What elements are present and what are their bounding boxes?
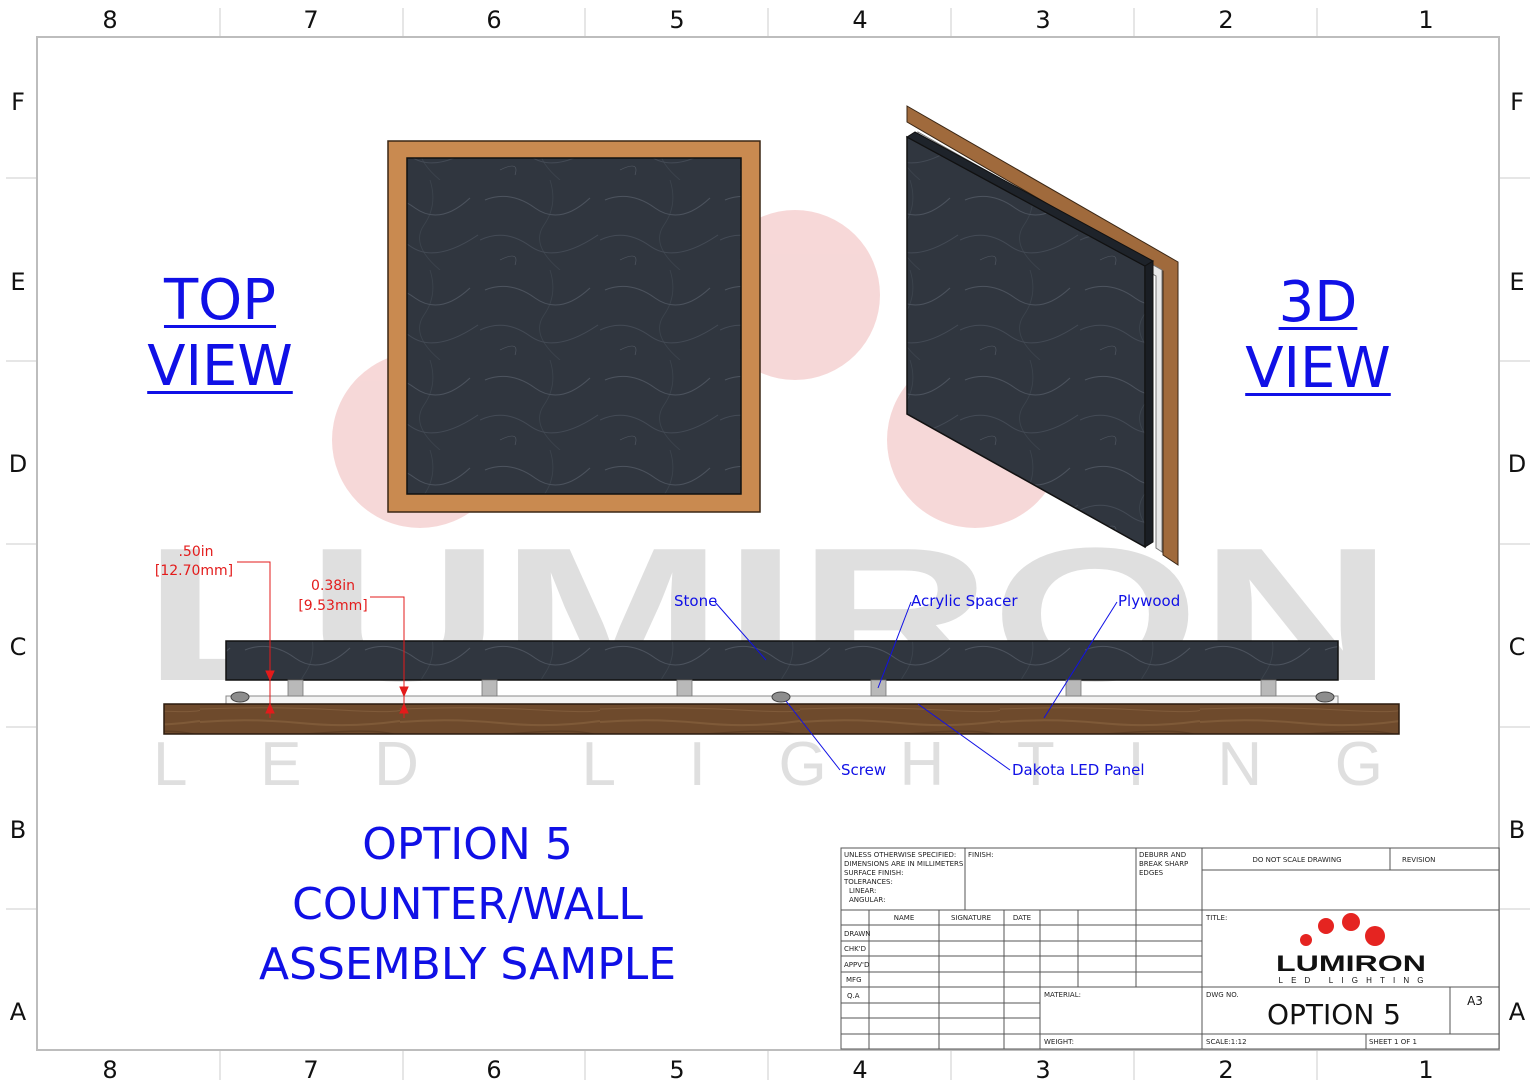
zone-row-label: E: [10, 268, 25, 296]
dim-total-imperial: .50in: [178, 544, 213, 560]
material-label: MATERIAL:: [1044, 991, 1081, 999]
zone-column-label: 7: [303, 6, 318, 34]
col-header-signature: SIGNATURE: [951, 914, 991, 922]
row-label-approved: APPV'D: [844, 961, 869, 969]
zone-row-label: B: [1509, 816, 1525, 844]
title-label: TITLE:: [1205, 914, 1227, 922]
dimension-gap: [370, 596, 409, 718]
zone-column-label: 1: [1418, 6, 1433, 34]
col-header-name: NAME: [894, 914, 915, 922]
callout-screw: Screw: [841, 761, 886, 779]
watermark-sub: LED LIGHTING: [153, 730, 1383, 799]
zone-column-label: 4: [852, 6, 867, 34]
callout-stone: Stone: [674, 592, 717, 610]
logo-tagline: LED LIGHTING: [1279, 976, 1424, 985]
callout-acrylic-spacer: Acrylic Spacer: [911, 592, 1018, 610]
callout-led-panel: Dakota LED Panel: [1012, 761, 1145, 779]
general-note: DIMENSIONS ARE IN MILLIMETERS: [844, 860, 964, 868]
zone-row-label: F: [1510, 88, 1524, 116]
top-view-label-line2: VIEW: [147, 334, 293, 399]
zone-row-label: E: [1509, 268, 1524, 296]
zone-column-label: 5: [669, 1056, 684, 1084]
zone-column-label: 2: [1218, 1056, 1233, 1084]
logo-wordmark: LUMIRON: [1276, 951, 1426, 976]
zone-column-label: 6: [486, 1056, 501, 1084]
dim-gap-metric: [9.53mm]: [298, 598, 367, 614]
zone-row-label: C: [10, 633, 27, 661]
finish-label: FINISH:: [968, 851, 993, 859]
dim-gap-imperial: 0.38in: [311, 578, 355, 594]
zone-row-label: D: [9, 450, 27, 478]
zone-row-label: C: [1509, 633, 1526, 661]
zone-column-label: 3: [1035, 1056, 1050, 1084]
zone-column-label: 8: [102, 1056, 117, 1084]
zone-column-label: 7: [303, 1056, 318, 1084]
option-title-line2: COUNTER/WALL: [292, 879, 643, 930]
zone-column-label: 2: [1218, 6, 1233, 34]
deburr-line-1: DEBURR AND: [1139, 851, 1186, 859]
col-header-date: DATE: [1013, 914, 1031, 922]
top-view-label-line1: TOP: [163, 268, 277, 333]
zone-row-label: A: [1509, 998, 1526, 1026]
callout-plywood: Plywood: [1118, 592, 1180, 610]
option-title-line1: OPTION 5: [362, 819, 573, 870]
sheet-size: A3: [1467, 994, 1483, 1008]
general-note: ANGULAR:: [849, 896, 885, 904]
zone-column-label: 3: [1035, 6, 1050, 34]
zone-column-label: 6: [486, 6, 501, 34]
row-label-checked: CHK'D: [844, 945, 866, 953]
revision-label: REVISION: [1402, 856, 1435, 864]
zone-row-label: F: [11, 88, 25, 116]
general-note: UNLESS OTHERWISE SPECIFIED:: [844, 851, 956, 859]
general-note: LINEAR:: [849, 887, 876, 895]
general-note: TOLERANCES:: [843, 878, 893, 886]
row-label-drawn: DRAWN: [844, 930, 871, 938]
top-view-label: TOP VIEW: [130, 268, 310, 400]
title-block: [840, 847, 1500, 1050]
lumiron-logo: LUMIRON LED LIGHTING: [1276, 913, 1426, 985]
iso-view-drawing: [906, 105, 1179, 566]
iso-view-label-line1: 3D: [1278, 270, 1358, 335]
zone-column-label: 5: [669, 6, 684, 34]
zone-column-label: 8: [102, 6, 117, 34]
scale-label: SCALE:1:12: [1206, 1038, 1247, 1046]
dimension-total: [237, 561, 275, 718]
section-drawing: [163, 640, 1400, 735]
dwg-no-value: OPTION 5: [1267, 998, 1401, 1031]
zone-row-label: B: [10, 816, 26, 844]
row-label-qa: Q.A: [847, 992, 860, 1000]
row-label-mfg: MFG: [846, 976, 862, 984]
top-view-drawing: [387, 140, 761, 513]
do-not-scale-label: DO NOT SCALE DRAWING: [1252, 856, 1341, 864]
sheet-count: SHEET 1 OF 1: [1369, 1038, 1417, 1046]
zone-column-label: 1: [1418, 1056, 1433, 1084]
callout-leaders: [714, 601, 1118, 771]
zone-row-label: A: [10, 998, 27, 1026]
general-note: SURFACE FINISH:: [844, 869, 903, 877]
option-title-line3: ASSEMBLY SAMPLE: [258, 939, 677, 990]
dwg-no-label: DWG NO.: [1206, 991, 1239, 999]
iso-view-label-line2: VIEW: [1245, 336, 1391, 401]
zone-border: [6, 8, 1530, 1080]
iso-view-label: 3D VIEW: [1228, 270, 1408, 402]
option-title: OPTION 5 COUNTER/WALL ASSEMBLY SAMPLE: [220, 815, 715, 995]
watermark-main: LUMIRON: [143, 509, 1393, 721]
deburr-line-3: EDGES: [1139, 869, 1164, 877]
dim-total-metric: [12.70mm]: [155, 563, 233, 579]
weight-label: WEIGHT:: [1044, 1038, 1074, 1046]
zone-column-label: 4: [852, 1056, 867, 1084]
deburr-line-2: BREAK SHARP: [1139, 860, 1188, 868]
drawing-frame: [36, 36, 1500, 1051]
zone-row-label: D: [1508, 450, 1526, 478]
